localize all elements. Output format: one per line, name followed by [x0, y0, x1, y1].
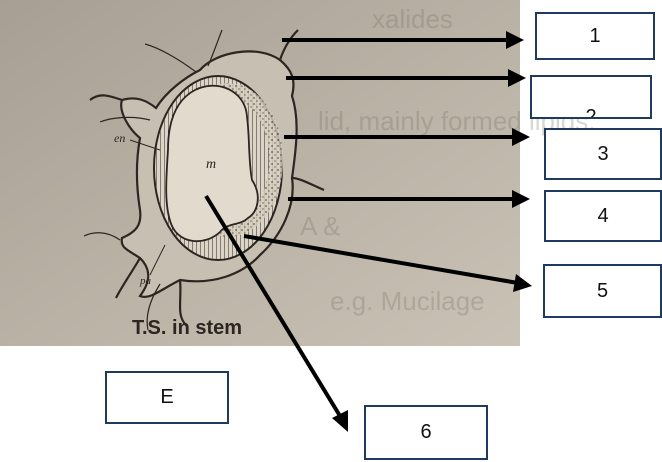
- label-e-text: E: [160, 386, 173, 409]
- svg-text:xalides: xalides: [372, 4, 453, 34]
- figure-caption: T.S. in stem: [132, 317, 242, 339]
- label-4-text: 4: [597, 205, 608, 228]
- label-2-text: 2: [585, 106, 596, 119]
- label-box-1: 1: [535, 12, 655, 60]
- label-box-5: 5: [543, 264, 662, 318]
- arrowhead-4: [512, 190, 530, 208]
- label-1-text: 1: [589, 25, 600, 48]
- label-box-e: E: [105, 371, 229, 424]
- label-box-4: 4: [544, 190, 662, 242]
- label-3-text: 3: [597, 143, 608, 166]
- mark-pa: pa: [139, 275, 152, 287]
- label-box-6: 6: [364, 405, 488, 460]
- arrowhead-5: [513, 274, 532, 292]
- mark-m: m: [206, 157, 216, 172]
- label-5-text: 5: [597, 280, 608, 303]
- label-box-3: 3: [544, 128, 662, 180]
- svg-text:e.g. Mucilage: e.g. Mucilage: [330, 286, 485, 316]
- svg-text:A &: A &: [300, 211, 340, 241]
- label-box-2: 2: [530, 75, 652, 119]
- label-6-text: 6: [420, 421, 431, 444]
- mark-en: en: [114, 131, 125, 145]
